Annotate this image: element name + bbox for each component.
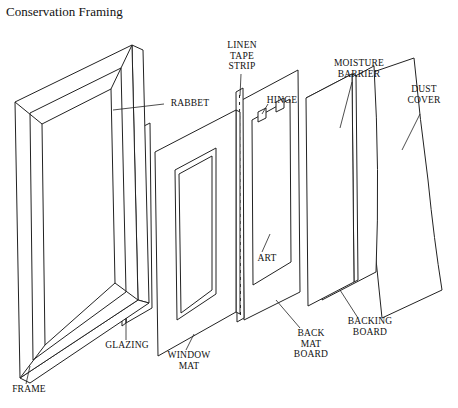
leader-line: [262, 104, 268, 114]
frame-miter: [15, 102, 42, 124]
part-label: WINDOW MAT: [162, 350, 216, 371]
diagram-title: Conservation Framing: [6, 4, 123, 20]
part-label: RABBET: [164, 98, 216, 109]
frame-miter: [111, 45, 132, 89]
frame-rabbet: [42, 89, 115, 345]
part-label: HINGE: [262, 95, 302, 106]
linen-tape-strip: [236, 88, 244, 322]
part-label: LINEN TAPE STRIP: [222, 40, 262, 72]
leader-line: [113, 104, 164, 110]
part-label: BACK MAT BOARD: [290, 328, 332, 360]
frame-molding: [30, 68, 126, 360]
leader-line: [186, 334, 194, 350]
leader-line: [240, 74, 241, 96]
leader-line: [276, 300, 300, 328]
leader-line: [340, 290, 358, 318]
mat-window-opening: [179, 156, 212, 313]
part-label: FRAME: [4, 384, 54, 395]
window-mat: [155, 110, 236, 356]
leader-line: [402, 114, 420, 150]
back-mat-board: [242, 70, 300, 320]
backing-board: [306, 74, 354, 306]
mat-window-bevel: [175, 148, 216, 320]
art-work: [252, 99, 291, 285]
part-label: DUST COVER: [402, 84, 446, 105]
frame-front: [15, 45, 138, 378]
leader-line: [340, 82, 352, 128]
window-mat: [236, 110, 240, 314]
frame-miter: [115, 283, 138, 300]
part-label: ART: [252, 253, 282, 264]
part-label: MOISTURE BARRIER: [328, 58, 390, 79]
leader-line: [26, 366, 30, 384]
frame-miter: [20, 345, 45, 378]
leader-line: [126, 318, 127, 340]
leader-line: [262, 234, 270, 252]
part-label: GLAZING: [98, 340, 156, 351]
part-label: BACKING BOARD: [342, 316, 398, 337]
